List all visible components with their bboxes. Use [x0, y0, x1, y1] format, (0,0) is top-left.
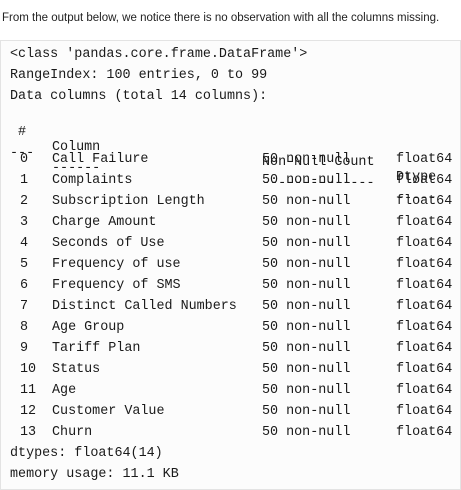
row-non-null-count: 50 non-null [262, 299, 351, 314]
row-dtype: float64 [396, 341, 453, 356]
dataframe-info-output: <class 'pandas.core.frame.DataFrame'> Ra… [0, 40, 461, 490]
range-index-line: RangeIndex: 100 entries, 0 to 99 [10, 68, 268, 83]
header-index: # [18, 125, 27, 140]
row-non-null-count: 50 non-null [262, 215, 351, 230]
row-column-name: Distinct Called Numbers [52, 299, 237, 314]
row-dtype: float64 [396, 194, 453, 209]
row-non-null-count: 50 non-null [262, 257, 351, 272]
row-index: 0 [20, 152, 29, 167]
row-column-name: Frequency of SMS [52, 278, 181, 293]
row-non-null-count: 50 non-null [262, 194, 351, 209]
separator-non-null: -------------- [262, 176, 375, 191]
header-column: Column [52, 140, 101, 155]
row-index: 8 [20, 320, 29, 335]
separator-dtype: ----- [396, 191, 437, 206]
row-column-name: Age [52, 383, 77, 398]
row-non-null-count: 50 non-null [262, 320, 351, 335]
row-index: 1 [20, 173, 29, 188]
row-dtype: float64 [396, 215, 453, 230]
row-non-null-count: 50 non-null [262, 341, 351, 356]
row-index: 12 [20, 404, 37, 419]
row-non-null-count: 50 non-null [262, 173, 351, 188]
row-non-null-count: 50 non-null [262, 383, 351, 398]
column-table-separator: --- ------ -------------- ----- [1, 128, 460, 218]
row-dtype: float64 [396, 173, 453, 188]
row-dtype: float64 [396, 299, 453, 314]
header-dtype: Dtype [396, 170, 437, 185]
row-dtype: float64 [396, 278, 453, 293]
row-column-name: Customer Value [52, 404, 165, 419]
dtypes-line: dtypes: float64(14) [10, 446, 163, 461]
row-non-null-count: 50 non-null [262, 152, 351, 167]
row-column-name: Seconds of Use [52, 236, 165, 251]
row-column-name: Complaints [52, 173, 133, 188]
column-table-header: # Column Non-Null Count Dtype [1, 107, 460, 197]
row-dtype: float64 [396, 152, 453, 167]
row-column-name: Churn [52, 425, 93, 440]
row-index: 4 [20, 236, 29, 251]
row-column-name: Status [52, 362, 101, 377]
row-index: 7 [20, 299, 29, 314]
separator-index: --- [10, 146, 35, 161]
row-non-null-count: 50 non-null [262, 236, 351, 251]
row-column-name: Call Failure [52, 152, 149, 167]
separator-column: ------ [52, 161, 101, 176]
row-dtype: float64 [396, 362, 453, 377]
row-dtype: float64 [396, 257, 453, 272]
row-non-null-count: 50 non-null [262, 278, 351, 293]
row-dtype: float64 [396, 383, 453, 398]
row-index: 10 [20, 362, 37, 377]
class-line: <class 'pandas.core.frame.DataFrame'> [10, 47, 308, 62]
header-non-null: Non-Null Count [262, 155, 375, 170]
row-column-name: Age Group [52, 320, 125, 335]
memory-usage-line: memory usage: 11.1 KB [10, 467, 179, 482]
row-index: 5 [20, 257, 29, 272]
row-column-name: Tariff Plan [52, 341, 141, 356]
row-index: 11 [20, 383, 37, 398]
row-column-name: Subscription Length [52, 194, 205, 209]
row-index: 6 [20, 278, 29, 293]
intro-text: From the output below, we notice there i… [2, 12, 440, 24]
row-column-name: Charge Amount [52, 215, 157, 230]
row-dtype: float64 [396, 320, 453, 335]
row-dtype: float64 [396, 425, 453, 440]
row-dtype: float64 [396, 236, 453, 251]
row-index: 2 [20, 194, 29, 209]
data-columns-line: Data columns (total 14 columns): [10, 89, 268, 104]
row-non-null-count: 50 non-null [262, 362, 351, 377]
row-index: 3 [20, 215, 29, 230]
row-dtype: float64 [396, 404, 453, 419]
row-index: 9 [20, 341, 29, 356]
row-column-name: Frequency of use [52, 257, 181, 272]
row-index: 13 [20, 425, 37, 440]
row-non-null-count: 50 non-null [262, 404, 351, 419]
row-non-null-count: 50 non-null [262, 425, 351, 440]
